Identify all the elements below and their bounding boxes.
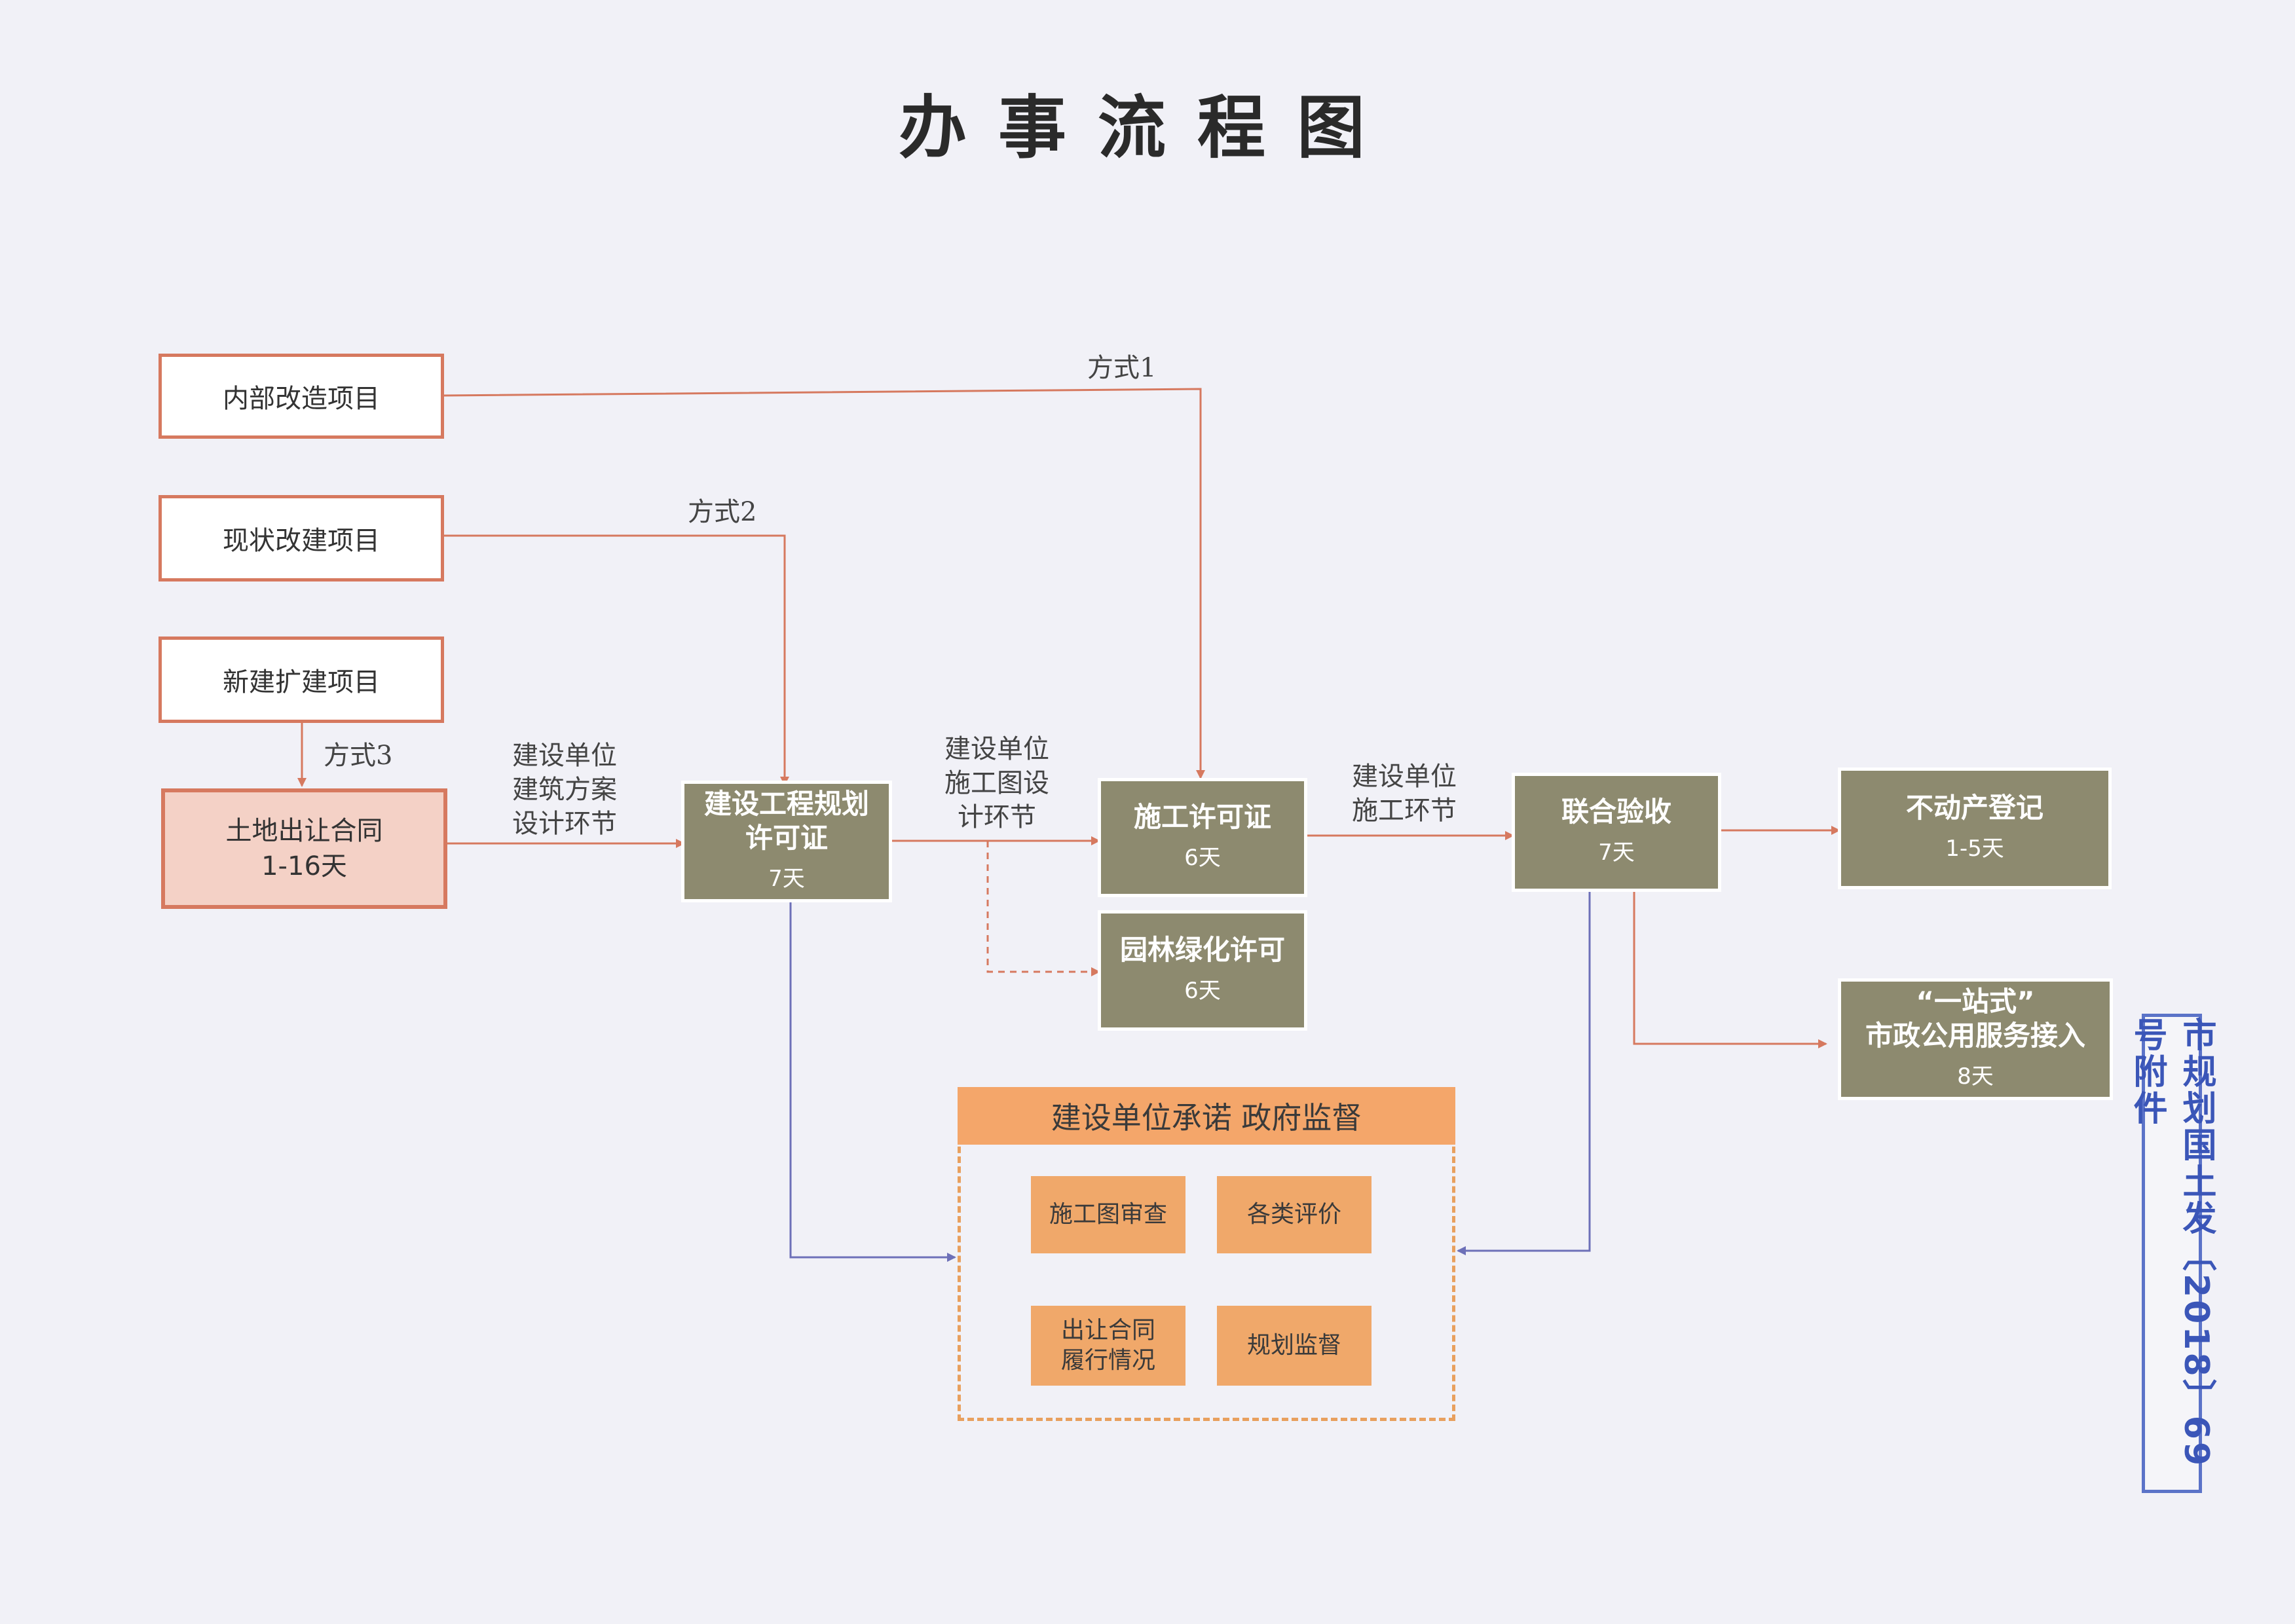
source-existing-rebuild: 现状改建项目 <box>159 495 444 581</box>
source-new-label: 新建扩建项目 <box>223 667 380 697</box>
construction-permit-days: 6天 <box>1184 845 1221 871</box>
method3-label: 方式3 <box>324 741 393 771</box>
land-transfer-contract: 土地出让合同 1-16天 <box>161 788 447 909</box>
greening-days: 6天 <box>1184 978 1221 1004</box>
greening-label: 园林绿化许可 <box>1119 934 1285 966</box>
step-municipal-utilities: “一站式” 市政公用服务接入 8天 <box>1838 978 2113 1100</box>
utilities-label-1: “一站式” <box>1916 986 2035 1018</box>
planning-label-2: 许可证 <box>745 822 828 854</box>
method1-label: 方式1 <box>1087 353 1157 383</box>
edge-scheme-line1: 建设单位 <box>512 741 617 771</box>
utilities-days: 8天 <box>1957 1063 1994 1090</box>
utilities-label-2: 市政公用服务接入 <box>1865 1020 2085 1052</box>
source-existing-label: 现状改建项目 <box>223 526 380 556</box>
edge-construction-line2: 施工环节 <box>1352 796 1457 826</box>
edge-drawing-line1: 建设单位 <box>944 734 1049 764</box>
edge-drawing-line3: 计环节 <box>958 802 1036 832</box>
contract-label-2: 履行情况 <box>1060 1347 1155 1374</box>
arrow-method2 <box>444 534 789 786</box>
item-contract-performance: 出让合同 履行情况 <box>1031 1306 1185 1386</box>
item-evaluations: 各类评价 <box>1217 1176 1371 1253</box>
edge-label-construction: 建设单位 施工环节 <box>1352 760 1457 828</box>
arrow-planning-to-commitment <box>789 902 956 1262</box>
edge-label-drawing: 建设单位 施工图设 计环节 <box>944 732 1049 834</box>
item-planning-supervision: 规划监督 <box>1217 1306 1371 1386</box>
edge-construction-line1: 建设单位 <box>1352 762 1457 792</box>
edge-scheme-line2: 建筑方案 <box>512 775 617 805</box>
arrow-acceptance-to-commitment <box>1457 892 1591 1255</box>
document-stamp: 市规划国土发〔2018〕69号附件 <box>2127 1014 2216 1493</box>
contract-label-1: 出让合同 <box>1060 1317 1155 1344</box>
acceptance-days: 7天 <box>1598 840 1635 866</box>
step-property-registration: 不动产登记 1-5天 <box>1838 767 2112 889</box>
arrow-method1 <box>443 388 1205 779</box>
step-joint-acceptance: 联合验收 7天 <box>1512 773 1721 892</box>
step-planning-permit: 建设工程规划 许可证 7天 <box>681 781 892 902</box>
page-title: 办事流程图 <box>898 88 1396 168</box>
acceptance-label: 联合验收 <box>1561 796 1671 828</box>
edge-scheme-line3: 设计环节 <box>512 809 617 839</box>
edge-drawing-line2: 施工图设 <box>944 768 1049 798</box>
planning-days: 7天 <box>768 866 805 892</box>
method2-label: 方式2 <box>688 497 757 527</box>
source-new-expansion: 新建扩建项目 <box>159 637 444 723</box>
drawing-review-label: 施工图审查 <box>1049 1201 1167 1228</box>
source-internal-label: 内部改造项目 <box>223 384 380 414</box>
commitment-title: 建设单位承诺 政府监督 <box>958 1087 1455 1145</box>
item-drawing-review: 施工图审查 <box>1031 1176 1185 1253</box>
source-internal-renovation: 内部改造项目 <box>159 354 444 439</box>
registration-days: 1-5天 <box>1945 836 2004 862</box>
registration-label: 不动产登记 <box>1905 792 2043 824</box>
land-label: 土地出让合同 <box>225 816 383 846</box>
planning-supervision-label: 规划监督 <box>1246 1332 1341 1359</box>
planning-label-1: 建设工程规划 <box>703 788 869 820</box>
evaluations-label: 各类评价 <box>1246 1201 1341 1228</box>
edge-label-scheme: 建设单位 建筑方案 设计环节 <box>512 739 617 841</box>
construction-permit-label: 施工许可证 <box>1133 801 1271 833</box>
step-construction-permit: 施工许可证 6天 <box>1098 778 1307 897</box>
arrow-to-greening <box>986 841 1100 976</box>
land-days: 1-16天 <box>261 851 347 881</box>
step-greening-permit: 园林绿化许可 6天 <box>1098 910 1307 1031</box>
arrow-acceptance-to-utilities <box>1633 892 1827 1048</box>
